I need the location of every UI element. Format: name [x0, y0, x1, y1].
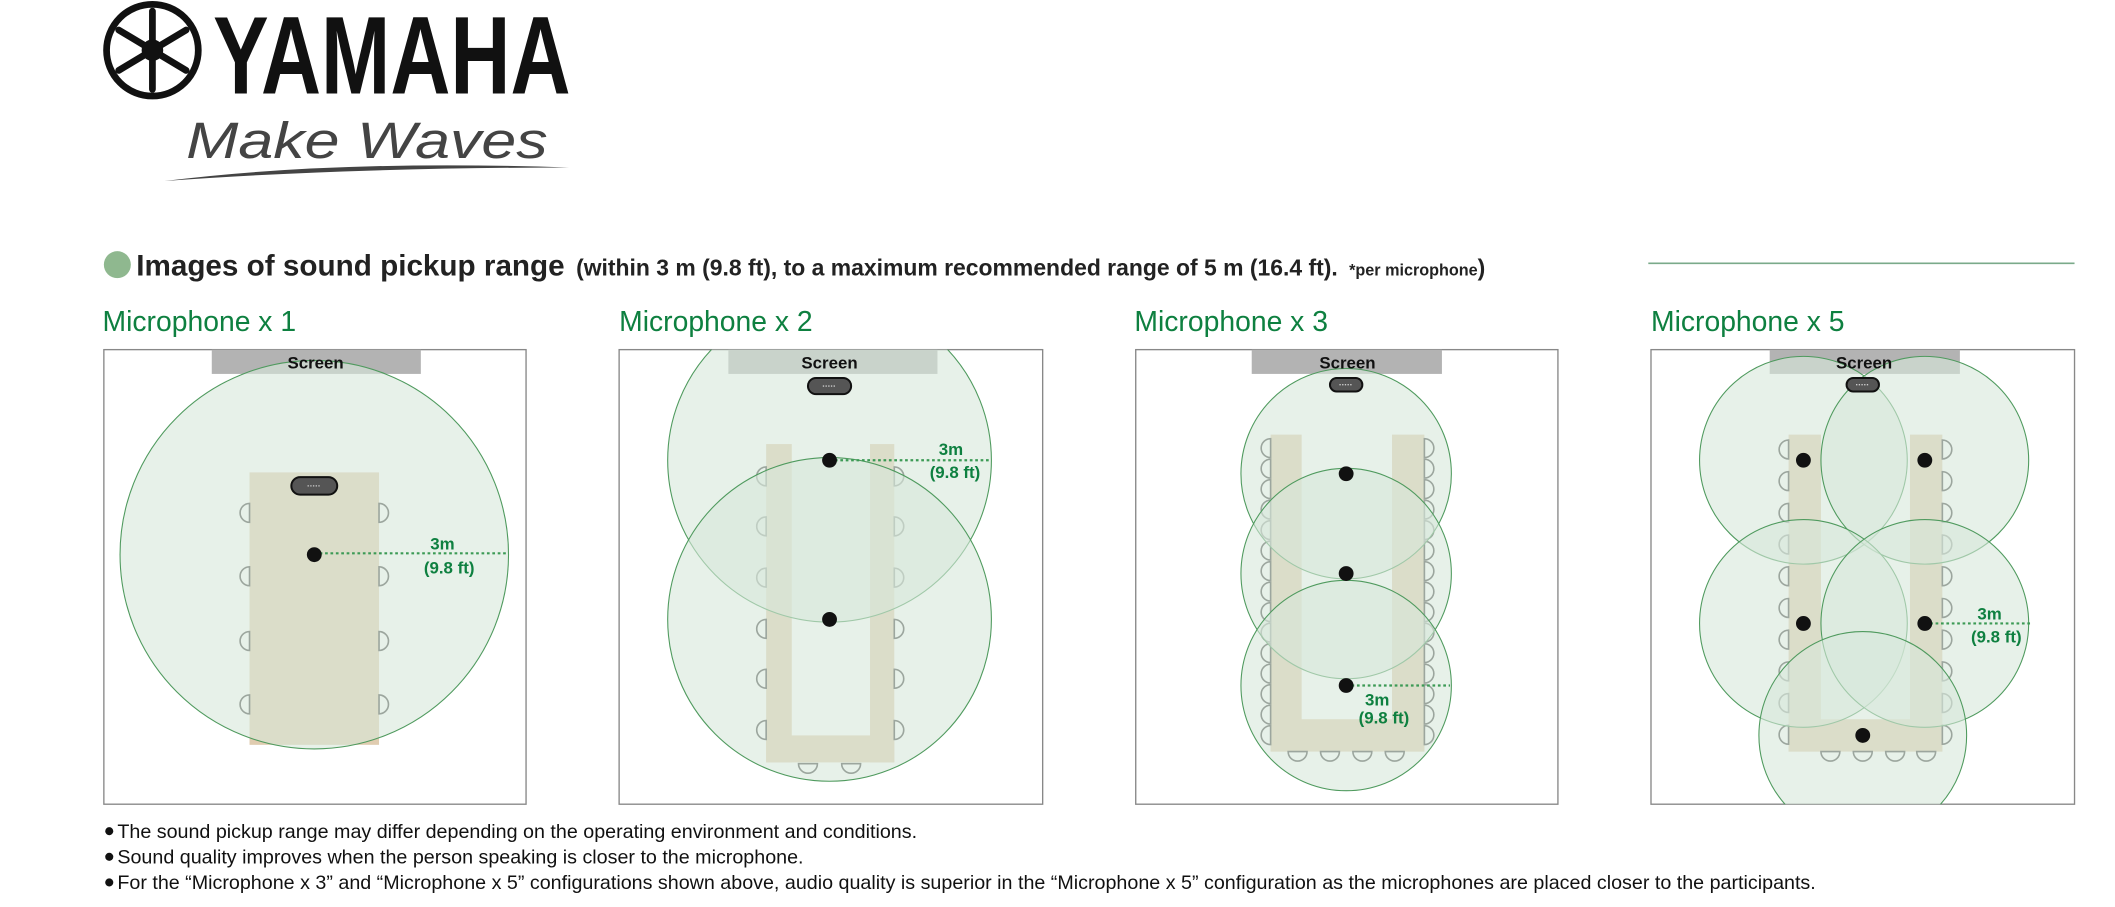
- conference-speaker-device-icon: [290, 476, 339, 496]
- conference-speaker-device-icon: [806, 376, 853, 396]
- microphone-icon: [306, 547, 322, 563]
- range-ft-label: (9.8 ft): [1971, 627, 2022, 646]
- microphone-icon: [1338, 678, 1354, 693]
- note-3: For the “Microphone x 3” and “Microphone…: [117, 872, 1815, 894]
- conference-speaker-device-icon: [1328, 376, 1364, 393]
- bullet-icon: [105, 827, 114, 836]
- microphone-icon: [822, 611, 837, 627]
- title-main: Images of sound pickup range: [136, 249, 564, 282]
- microphone-icon: [1855, 727, 1871, 743]
- pickup-range-circle: [1758, 631, 1968, 805]
- notes: The sound pickup range may differ depend…: [105, 821, 1816, 894]
- bullet-icon: [105, 878, 114, 887]
- title-close: ): [1478, 254, 1486, 280]
- microphone-icon: [1795, 452, 1811, 468]
- microphone-icon: [1338, 566, 1354, 581]
- conference-speaker-device-icon: [1845, 376, 1880, 393]
- screen-label: Screen: [1836, 354, 1892, 373]
- room-content: [1699, 349, 2031, 805]
- panel-title-2: Microphone x 2: [619, 306, 813, 338]
- note-2: Sound quality improves when the person s…: [117, 847, 803, 869]
- microphone-icon: [1917, 452, 1933, 468]
- screen-label: Screen: [288, 354, 344, 373]
- pickup-diagram-1: [103, 348, 527, 805]
- range-ft-label: (9.8 ft): [930, 463, 981, 482]
- microphone-icon: [822, 452, 837, 468]
- pickup-diagram-4: [1650, 348, 2076, 805]
- range-ft-label: (9.8 ft): [1359, 708, 1410, 727]
- header-bullet-icon: [103, 251, 131, 279]
- brand-wordmark: YAMAHA: [213, 0, 570, 117]
- panel-title-3: Microphone x 3: [1134, 306, 1328, 338]
- tagline: Make Waves: [186, 112, 547, 169]
- range-ft-label: (9.8 ft): [424, 559, 475, 578]
- panel-title-1: Microphone x 1: [103, 306, 297, 338]
- range-m-label: 3m: [430, 534, 454, 553]
- pickup-diagram-3: [1135, 348, 1559, 805]
- pickup-diagram-2: [618, 348, 1044, 805]
- microphone-icon: [1338, 466, 1354, 482]
- yamaha-logo: YAMAHA Make Waves: [103, 0, 571, 182]
- screen-label: Screen: [1319, 354, 1375, 373]
- title-note: *per microphone: [1349, 261, 1478, 279]
- range-m-label: 3m: [1977, 604, 2001, 623]
- swoosh: [164, 165, 570, 182]
- room-content: [667, 349, 992, 782]
- panel-title-5: Microphone x 5: [1651, 306, 1845, 338]
- room-content: [119, 349, 510, 750]
- bullet-icon: [105, 852, 114, 861]
- room-content: [1240, 349, 1452, 792]
- note-1: The sound pickup range may differ depend…: [117, 821, 917, 843]
- screen-label: Screen: [801, 354, 857, 373]
- microphone-icon: [1917, 616, 1933, 631]
- title-sub: (within 3 m (9.8 ft), to a maximum recom…: [576, 254, 1338, 280]
- microphone-icon: [1795, 616, 1811, 631]
- section-title: Images of sound pickup range (within 3 m…: [136, 249, 1485, 282]
- range-m-label: 3m: [1365, 691, 1389, 710]
- range-m-label: 3m: [939, 440, 963, 459]
- tuning-fork-emblem-icon: [103, 0, 202, 100]
